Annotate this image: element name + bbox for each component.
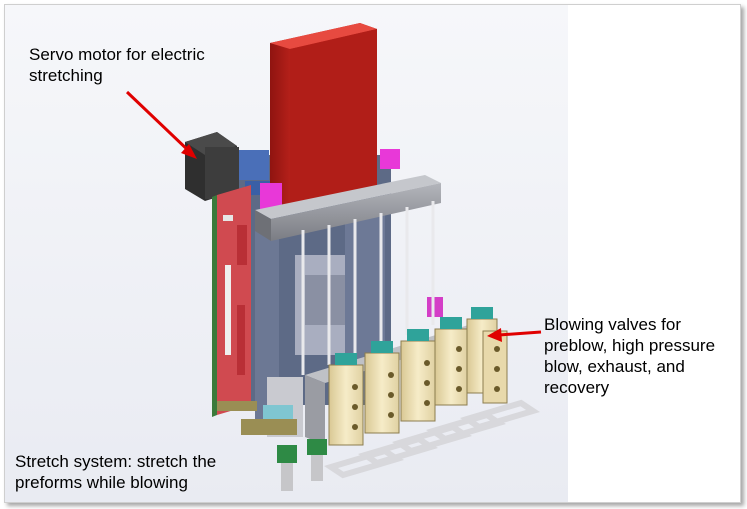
valve: [400, 329, 436, 422]
servo-motor-label: Servo motor for electric stretching: [29, 45, 205, 85]
blow-molding-machine-drawing: [125, 23, 542, 491]
stretch-system-label: Stretch system: stretch the preforms whi…: [15, 452, 217, 492]
figure-frame: Servo motor for electric stretching Blow…: [4, 4, 741, 503]
left-rail: [212, 185, 257, 417]
blowing-valves: [328, 307, 508, 446]
valve: [482, 330, 508, 404]
valve: [328, 353, 364, 446]
blow-nozzles: [277, 439, 327, 491]
stretch-rods: [301, 201, 435, 375]
stretch-cylinder: [270, 23, 377, 210]
magenta-brackets: [260, 149, 443, 317]
servo-motor: [185, 132, 271, 201]
top-plate: [255, 175, 441, 241]
valve: [434, 317, 468, 406]
preform-trays: [324, 399, 540, 479]
annotation-arrows: [125, 90, 542, 342]
valve: [364, 341, 400, 434]
blowing-valves-label: Blowing valves for preblow, high pressur…: [544, 315, 716, 397]
